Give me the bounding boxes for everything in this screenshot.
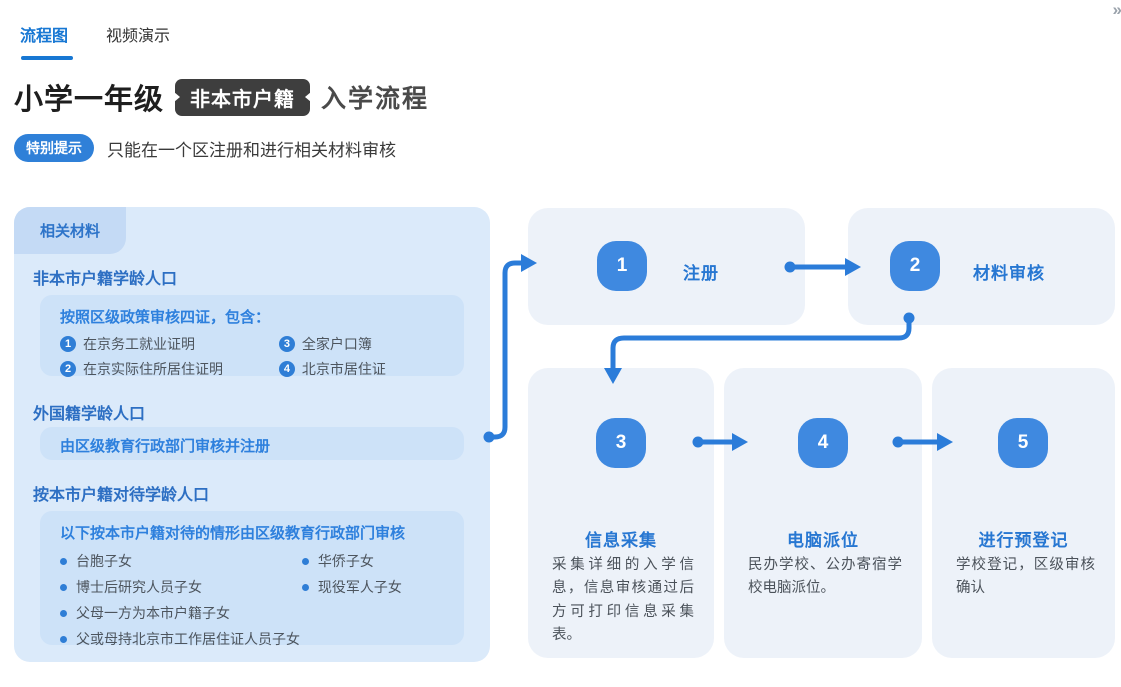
bullet-icon xyxy=(60,557,67,565)
flow-step-5: 5 进行预登记 学校登记，区级审核确认 xyxy=(932,368,1115,658)
household-registration-badge: 非本市户籍 xyxy=(174,78,312,116)
step-1-title: 注册 xyxy=(683,264,719,283)
list-item: 父或母持北京市工作居住证人员子女 xyxy=(60,629,302,649)
number-4-icon: 4 xyxy=(278,361,295,377)
bullet-icon xyxy=(60,583,67,591)
step-4-description: 民办学校、公办寄宿学校电脑派位。 xyxy=(748,557,902,597)
cert-list: 1 在京务工就业证明 2 在京实际住所居住证明 3 全家户口簿 4 北京市居住证 xyxy=(60,334,444,379)
tip-text: 只能在一个区注册和进行相关材料审核 xyxy=(107,140,396,160)
bullet-icon xyxy=(301,557,309,565)
list-item-text: 父母一方为本市户籍子女 xyxy=(76,605,230,621)
list-item: 博士后研究人员子女 xyxy=(60,577,302,597)
non-local-cert-box: 按照区级政策审核四证，包含： 1 在京务工就业证明 2 在京实际住所居住证明 3… xyxy=(40,295,464,379)
panel-tab-label: 相关材料 xyxy=(14,207,127,254)
page-title: 小学一年级 非本市户籍 入学流程 xyxy=(14,76,429,118)
cert-item: 3 全家户口簿 xyxy=(278,334,444,354)
tip-badge: 特别提示 xyxy=(14,134,94,162)
number-2-icon: 2 xyxy=(60,361,76,377)
special-tip: 特别提示 只能在一个区注册和进行相关材料审核 xyxy=(14,134,396,162)
step-2-title: 材料审核 xyxy=(973,264,1045,283)
step-4-number-badge: 4 xyxy=(798,418,848,468)
cert-item-text: 北京市居住证 xyxy=(301,361,386,377)
bullet-icon xyxy=(60,635,67,643)
list-item-text: 台胞子女 xyxy=(76,553,132,569)
number-1-icon: 1 xyxy=(60,336,76,352)
step-3-title: 信息采集 xyxy=(585,531,657,550)
number-3-icon: 3 xyxy=(278,336,295,352)
list-item: 现役军人子女 xyxy=(301,577,444,597)
step-4-title: 电脑派位 xyxy=(787,531,859,550)
related-materials-panel: 相关材料 非本市户籍学龄人口 按照区级政策审核四证，包含： 1 在京务工就业证明… xyxy=(14,207,490,662)
cert-item-text: 全家户口簿 xyxy=(301,336,372,352)
bullet-icon xyxy=(60,609,67,617)
cert-item: 2 在京实际住所居住证明 xyxy=(60,359,279,379)
flow-step-4: 4 电脑派位 民办学校、公办寄宿学校电脑派位。 xyxy=(724,368,922,658)
step-5-description: 学校登记，区级审核确认 xyxy=(956,557,1095,597)
heading-treated-as-local: 按本市户籍对待学龄人口 xyxy=(33,487,210,504)
list-item: 华侨子女 xyxy=(301,551,444,571)
treated-box-header: 以下按本市户籍对待的情形由区级教育行政部门审核 xyxy=(60,525,406,542)
list-item-text: 父或母持北京市工作居住证人员子女 xyxy=(76,631,300,647)
list-item-text: 现役军人子女 xyxy=(317,579,402,595)
treated-as-local-box: 以下按本市户籍对待的情形由区级教育行政部门审核 台胞子女 博士后研究人员子女 父… xyxy=(40,511,464,647)
cert-box-header: 按照区级政策审核四证，包含： xyxy=(60,309,271,326)
cert-item: 1 在京务工就业证明 xyxy=(60,334,279,354)
flow-step-3: 3 信息采集 采集详细的入学信息，信息审核通过后方可打印信息采集表。 xyxy=(528,368,714,658)
bullet-icon xyxy=(301,583,309,591)
tab-video-demo[interactable]: 视频演示 xyxy=(106,28,171,45)
step-1-number-badge: 1 xyxy=(597,241,647,291)
step-5-number-badge: 5 xyxy=(998,418,1048,468)
foreign-box-text: 由区级教育行政部门审核并注册 xyxy=(60,438,271,455)
step-3-number-badge: 3 xyxy=(596,418,646,468)
flow-step-2: 2 材料审核 xyxy=(848,208,1115,325)
treated-bullet-list: 台胞子女 博士后研究人员子女 父母一方为本市户籍子女 父或母持北京市工作居住证人… xyxy=(60,551,444,649)
step-5-title: 进行预登记 xyxy=(978,531,1069,550)
chevron-double-right-icon[interactable]: » xyxy=(1112,0,1121,19)
cert-item-text: 在京务工就业证明 xyxy=(83,336,195,352)
list-item-text: 博士后研究人员子女 xyxy=(76,579,202,595)
cert-item-text: 在京实际住所居住证明 xyxy=(83,361,223,377)
list-item: 台胞子女 xyxy=(60,551,302,571)
list-item: 父母一方为本市户籍子女 xyxy=(60,603,302,623)
flow-step-1: 1 注册 xyxy=(528,208,805,325)
foreign-review-box: 由区级教育行政部门审核并注册 xyxy=(40,427,464,460)
tab-flowchart[interactable]: 流程图 xyxy=(20,28,69,45)
title-suffix-text: 入学流程 xyxy=(321,85,430,113)
list-item-text: 华侨子女 xyxy=(317,553,374,569)
cert-item: 4 北京市居住证 xyxy=(278,359,444,379)
title-grade-text: 小学一年级 xyxy=(14,84,165,116)
tab-bar: 流程图 视频演示 xyxy=(20,22,170,46)
step-3-description: 采集详细的入学信息，信息审核通过后方可打印信息采集表。 xyxy=(552,557,694,644)
heading-foreign: 外国籍学龄人口 xyxy=(33,406,146,423)
active-tab-underline xyxy=(21,56,73,60)
heading-non-local: 非本市户籍学龄人口 xyxy=(33,271,178,288)
step-2-number-badge: 2 xyxy=(890,241,940,291)
